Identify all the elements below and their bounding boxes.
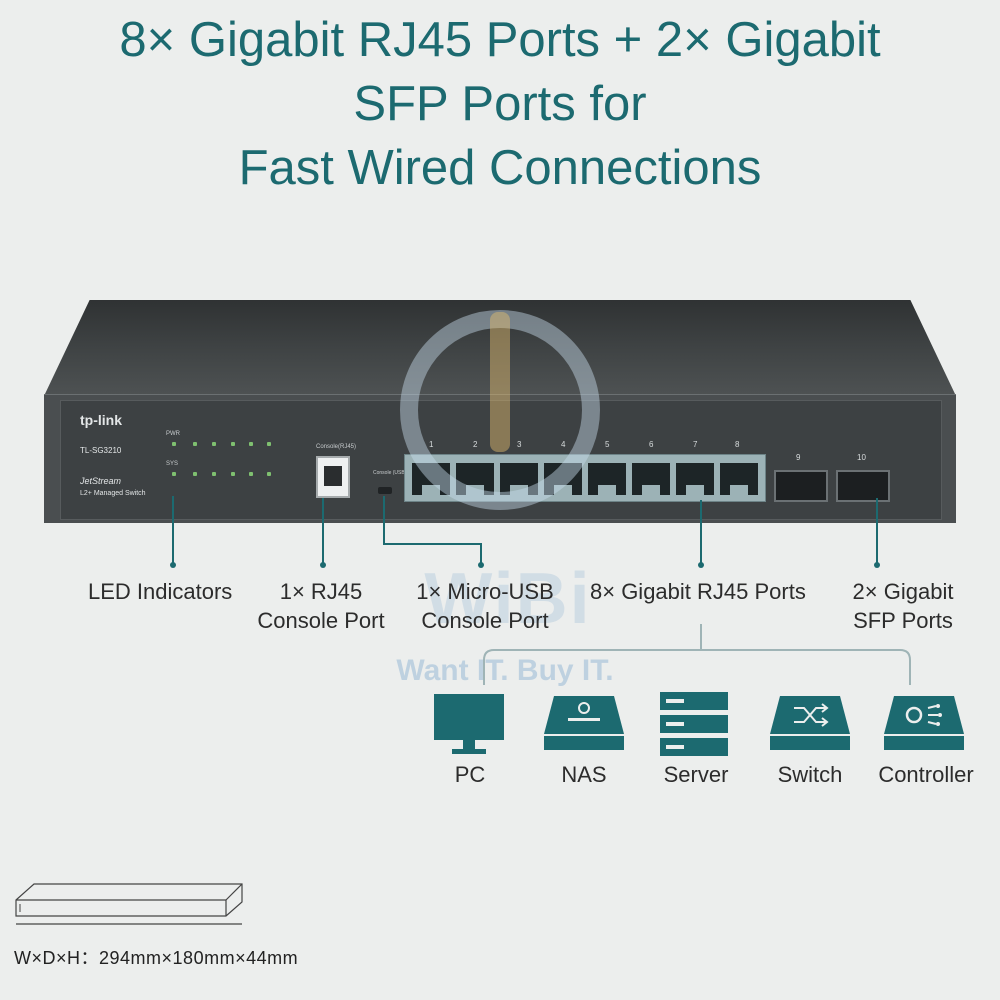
port-number: 7 <box>693 440 698 449</box>
brand-logo: tp-link <box>80 412 122 428</box>
server-icon <box>660 692 728 756</box>
dimensions-text: W×D×H：294mm×180mm×44mm <box>14 948 299 968</box>
led <box>231 472 235 476</box>
callout-sfp: 2× Gigabit SFP Ports <box>840 577 966 635</box>
led <box>193 442 197 446</box>
callout-dot <box>320 562 326 568</box>
device-label-switch: Switch <box>777 762 843 787</box>
controller-icon <box>884 696 964 750</box>
rj45-port <box>632 463 670 495</box>
headline-line-2: SFP Ports for <box>353 77 647 131</box>
dimension-box-icon <box>15 883 243 925</box>
product-type: L2+ Managed Switch <box>80 490 146 497</box>
led <box>231 442 235 446</box>
port-number: 6 <box>649 440 654 449</box>
led-sys <box>172 472 176 476</box>
callout-line-sfp <box>876 498 878 566</box>
console-rj45-label: Console(RJ45) <box>316 444 357 450</box>
headline-line-3: Fast Wired Connections <box>238 141 762 195</box>
callout-dot <box>874 562 880 568</box>
port-number: 10 <box>857 453 866 462</box>
console-microusb-port <box>378 487 392 494</box>
led-label-sys: SYS <box>166 461 179 467</box>
nas-icon <box>544 696 624 750</box>
product-line: JetStream <box>80 476 122 486</box>
headline: 8× Gigabit RJ45 Ports + 2× Gigabit SFP P… <box>0 8 1000 200</box>
port-number: 5 <box>605 440 610 449</box>
watermark-bar <box>490 312 510 452</box>
callout-line-rj45-console <box>322 498 324 566</box>
rj45-port <box>676 463 714 495</box>
callout-line-usb-console-v <box>480 543 482 566</box>
led-pwr <box>172 442 176 446</box>
callout-dot <box>698 562 704 568</box>
callout-usb-console: 1× Micro-USB Console Port <box>404 577 566 635</box>
callout-sfp-line1: 2× Gigabit <box>852 579 954 604</box>
led <box>249 472 253 476</box>
headline-line-1: 8× Gigabit RJ45 Ports + 2× Gigabit <box>119 13 881 67</box>
callout-line-led <box>172 496 174 566</box>
callout-line-usb-console <box>383 496 385 544</box>
callout-rj45-console-line2: Console Port <box>257 608 385 633</box>
sfp-port <box>836 470 890 502</box>
callout-line-usb-console-h <box>383 543 482 545</box>
console-rj45-port <box>316 456 350 498</box>
led <box>212 472 216 476</box>
device-label-pc: PC <box>454 762 486 787</box>
device-label-nas: NAS <box>561 762 607 787</box>
watermark-tagline: Want IT. Buy IT. <box>396 654 614 687</box>
led-label-pwr: PWR <box>166 431 180 437</box>
callout-line-gigabit <box>700 500 702 566</box>
callout-dot <box>170 562 176 568</box>
callout-led-indicators: LED Indicators <box>88 579 233 604</box>
device-label-server: Server <box>663 762 729 787</box>
sfp-port <box>774 470 828 502</box>
led <box>193 472 197 476</box>
rj45-port <box>720 463 758 495</box>
callout-gigabit-rj45: 8× Gigabit RJ45 Ports <box>590 579 806 604</box>
pc-icon <box>434 694 504 754</box>
led <box>267 472 271 476</box>
callout-rj45-console: 1× RJ45 Console Port <box>248 577 394 635</box>
callout-dot <box>478 562 484 568</box>
device-label-controller: Controller <box>878 762 974 787</box>
port-number: 8 <box>735 440 740 449</box>
led <box>249 442 253 446</box>
led <box>267 442 271 446</box>
switch-icon <box>770 696 850 750</box>
callout-sfp-line2: SFP Ports <box>853 608 953 633</box>
console-usb-label: Console (USB) <box>373 470 407 476</box>
callout-usb-console-line2: Console Port <box>421 608 549 633</box>
rj45-port <box>588 463 626 495</box>
led <box>212 442 216 446</box>
port-number: 9 <box>796 453 801 462</box>
model-name: TL-SG3210 <box>80 446 122 455</box>
callout-rj45-console-line1: 1× RJ45 <box>279 579 363 604</box>
callout-usb-console-line1: 1× Micro-USB <box>416 579 554 604</box>
watermark-logo: WiBi <box>424 559 592 639</box>
